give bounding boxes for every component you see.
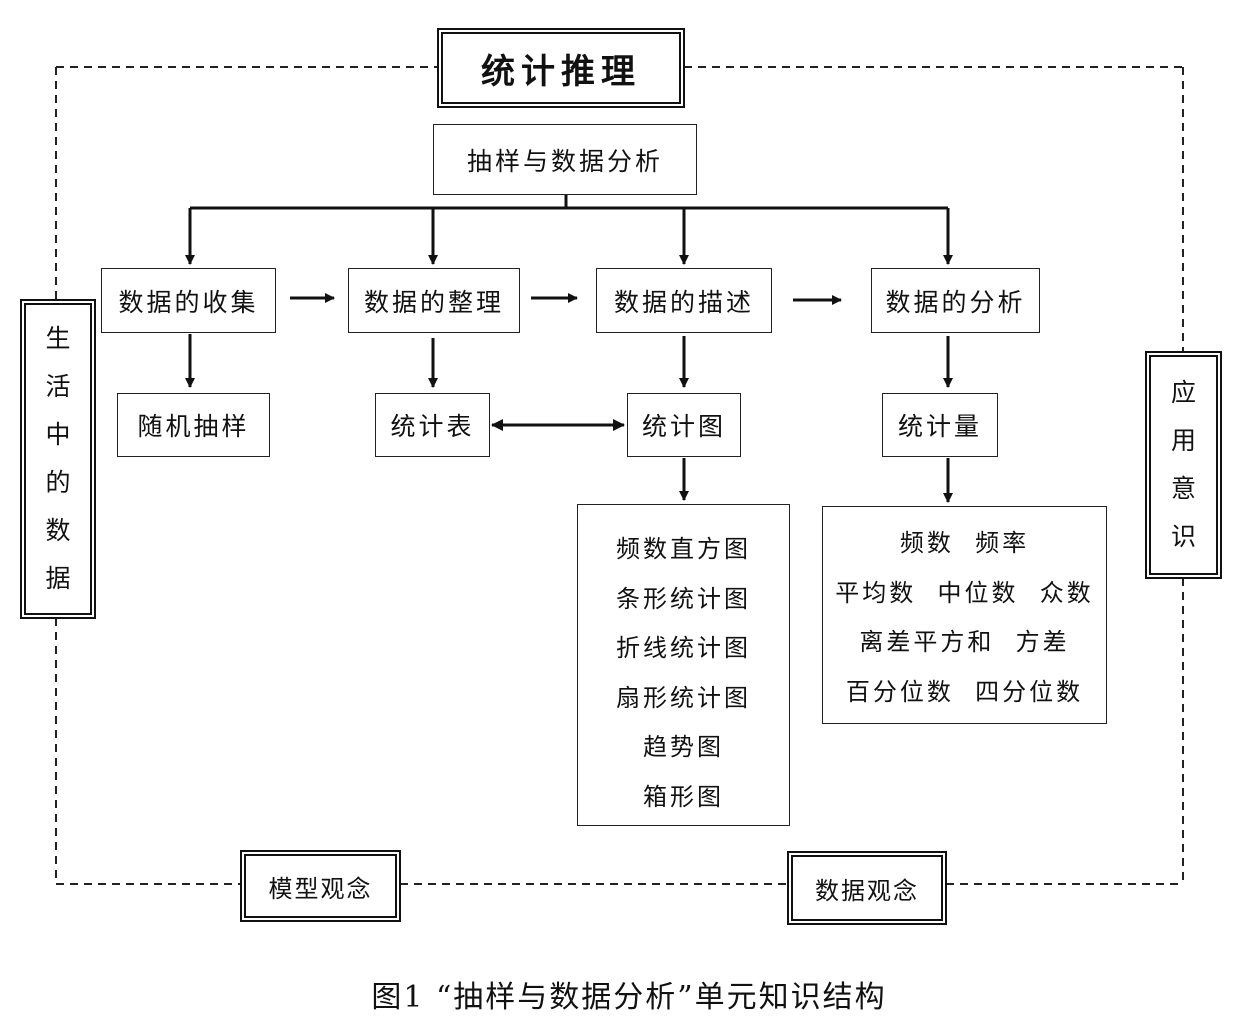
figure-caption: 图1 “抽样与数据分析”单元知识结构: [371, 980, 887, 1015]
side-char: 活: [45, 372, 71, 401]
node-stat-chart: 统计图: [627, 393, 741, 457]
chart-type-item: 扇形统计图: [616, 683, 751, 712]
stage-describe: 数据的描述: [596, 268, 772, 333]
stage-label: 数据的整理: [363, 287, 504, 317]
side-char: 用: [1170, 426, 1196, 455]
dashed-frame: [55, 66, 1184, 885]
node-label: 随机抽样: [137, 412, 250, 441]
statistics-item: 平均数 中位数 众数: [835, 578, 1094, 607]
chart-type-item: 箱形图: [643, 782, 724, 811]
side-char: 应: [1170, 378, 1196, 407]
chart-type-item: 频数直方图: [616, 535, 751, 563]
root-label: 抽样与数据分析: [466, 146, 663, 176]
side-char: 数: [45, 516, 71, 545]
bottom-label-data: 数据观念: [787, 851, 947, 925]
stage-label: 数据的分析: [885, 287, 1026, 317]
statistics-box: 频数 频率 平均数 中位数 众数 离差平方和 方差 百分位数 四分位数: [822, 506, 1107, 724]
side-char: 意: [1170, 474, 1196, 503]
stage-analyze: 数据的分析: [871, 268, 1040, 333]
side-char: 的: [45, 468, 71, 497]
right-side-label: 应 用 意 识: [1145, 351, 1222, 579]
chart-type-item: 条形统计图: [616, 584, 751, 613]
side-char: 识: [1170, 522, 1196, 551]
title-text: 统计推理: [481, 51, 641, 92]
node-random-sampling: 随机抽样: [117, 393, 270, 457]
statistics-item: 离差平方和 方差: [859, 628, 1070, 656]
stage-organize: 数据的整理: [348, 268, 520, 333]
side-char: 中: [45, 420, 71, 449]
tree-connectors: [185, 194, 953, 503]
chart-types-box: 频数直方图 条形统计图 折线统计图 扇形统计图 趋势图 箱形图: [577, 504, 790, 826]
chart-type-item: 折线统计图: [616, 634, 751, 662]
node-label: 统计量: [897, 412, 982, 441]
stage-label: 数据的描述: [613, 287, 754, 317]
bottom-label-text: 数据观念: [815, 876, 919, 905]
node-label: 统计表: [390, 412, 475, 441]
side-char: 生: [45, 324, 71, 353]
statistics-item: 百分位数 四分位数: [845, 677, 1084, 706]
left-side-label: 生 活 中 的 数 据: [20, 299, 96, 619]
statistics-item: 频数 频率: [899, 529, 1030, 557]
stage-collect: 数据的收集: [101, 268, 276, 333]
node-label: 统计图: [641, 412, 726, 441]
bottom-label-model: 模型观念: [240, 850, 401, 922]
title-box: 统计推理: [437, 28, 685, 108]
bottom-label-text: 模型观念: [268, 874, 373, 903]
root-node: 抽样与数据分析: [433, 124, 697, 195]
side-char: 据: [45, 564, 71, 593]
stage-label: 数据的收集: [118, 287, 259, 317]
chart-type-item: 趋势图: [643, 733, 724, 761]
node-stat-table: 统计表: [375, 393, 490, 457]
node-statistics: 统计量: [882, 393, 998, 457]
